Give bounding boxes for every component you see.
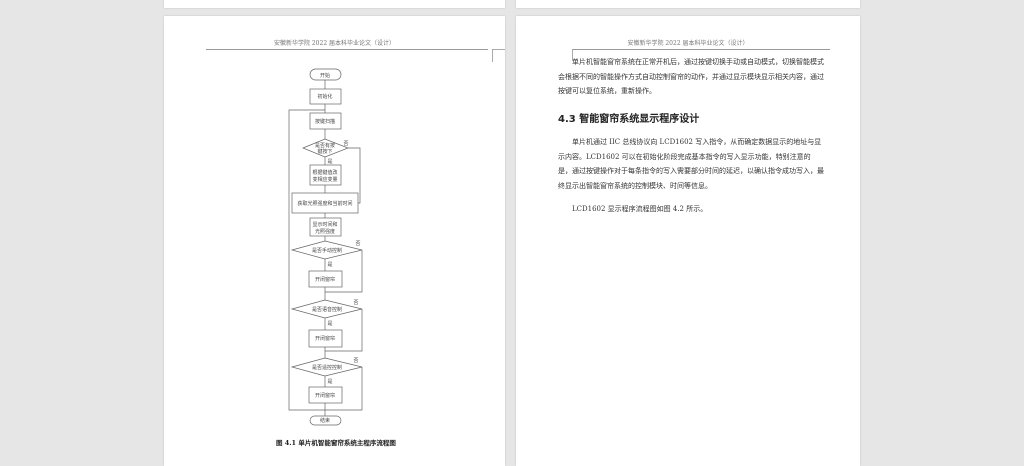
flow-scan (309, 112, 342, 130)
label: 是否有按 (315, 142, 335, 149)
page-header: 安徽新华学院 2022 届本科毕业论文（设计） (273, 40, 396, 47)
header-rule (206, 49, 488, 50)
label: 按键扫描 (315, 118, 335, 125)
document-page-left: 安徽新华学院 2022 届本科毕业论文（设计） (164, 16, 505, 466)
label: 否 (355, 241, 360, 247)
flow-end (309, 415, 342, 426)
previous-page-bottom (164, 0, 505, 8)
flow-change-var (309, 164, 342, 186)
previous-page-bottom (516, 0, 860, 8)
paragraph: 单片机通过 IIC 总线协议向 LCD1602 写入指令，从而确定数据显示的地址… (558, 138, 824, 190)
label: 变相应变量 (312, 176, 337, 183)
label: 否 (343, 141, 348, 147)
figure-caption: 图 4.1 单片机智能窗帘系统主程序流程图 (276, 439, 396, 447)
label: 是否语音控制 (312, 306, 342, 313)
label: 开闭窗帘 (315, 392, 335, 399)
label: 是 (327, 159, 332, 165)
label: 开始 (320, 72, 330, 79)
label: 是 (327, 321, 332, 327)
flow-start (309, 68, 342, 81)
label: 键按下 (317, 148, 332, 155)
header-rule (572, 49, 830, 50)
flowchart: 开始 初始化 按键扫描 是否有按 键按下 根据键值改 变相应变量 获取光照强度和… (288, 68, 363, 426)
flow-curtain-1 (308, 270, 343, 288)
document-page-right: 安徽新华学院 2022 届本科毕业论文（设计） 单片机智能窗帘系统在正常开机后，… (516, 16, 860, 466)
margin-corner (560, 49, 573, 61)
label: 结束 (320, 417, 330, 424)
label: 是 (327, 262, 332, 268)
label: 初始化 (317, 93, 332, 100)
label: 是否遥控控制 (312, 364, 342, 371)
section-heading: 4.3 智能窗帘系统显示程序设计 (558, 114, 700, 125)
label: 开闭窗帘 (315, 335, 335, 342)
page-header: 安徽新华学院 2022 届本科毕业论文（设计） (627, 40, 749, 47)
label: 光照强度 (315, 228, 335, 235)
margin-corner (492, 49, 505, 62)
label: 开闭窗帘 (315, 276, 335, 283)
label: 根据键值改 (312, 169, 337, 176)
flow-init (309, 88, 342, 105)
flow-display (309, 217, 342, 237)
paragraph: LCD1602 显示程序流程图如图 4.2 所示。 (572, 205, 708, 213)
label: 否 (353, 358, 358, 364)
label: 是否手动控制 (312, 247, 342, 254)
label: 是 (327, 379, 332, 385)
label: 显示时间和 (312, 221, 337, 228)
label: 否 (353, 300, 358, 306)
flow-curtain-3 (308, 386, 343, 404)
flow-curtain-2 (308, 329, 343, 348)
paragraph: 单片机智能窗帘系统在正常开机后，通过按键切换手动或自动模式，切换智能模式会根据不… (558, 58, 824, 95)
label: 获取光照强度和当前时间 (297, 200, 352, 207)
